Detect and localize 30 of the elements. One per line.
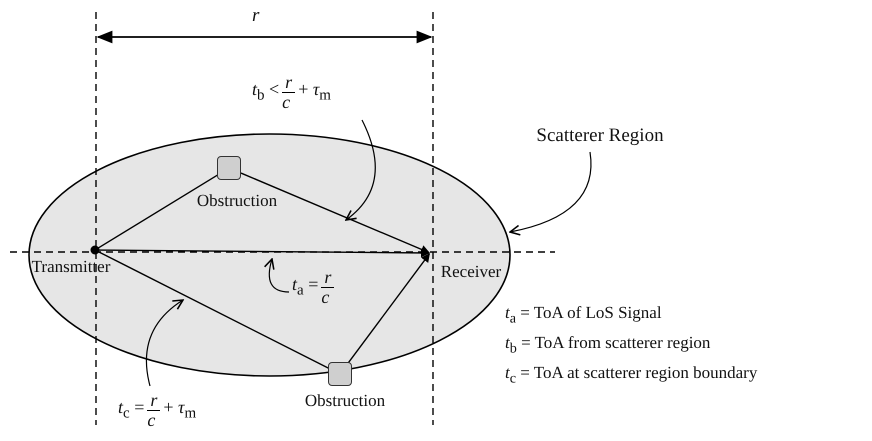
- node-label: Receiver: [440, 263, 502, 282]
- legend-text: t$_{a}$ = ToA of LoS Signal: [505, 304, 662, 327]
- leader-arrow: [264, 258, 290, 293]
- formula-text: t$_{c}$ =: [118, 398, 144, 422]
- leader-arrow: [146, 299, 184, 386]
- signal-arrow: [347, 253, 430, 364]
- scatterer-ellipse: [28, 133, 511, 377]
- fraction-denominator: c: [147, 410, 156, 430]
- formula-text: + τ$_{m}$: [163, 398, 196, 422]
- fraction-numerator: r: [321, 268, 334, 288]
- formula-text: t$_{b}$ <: [252, 80, 280, 104]
- leader-arrow: [509, 152, 592, 236]
- legend-text: t$_{c}$ = ToA at scatterer region boundary: [505, 364, 758, 387]
- signal-path: [97, 250, 329, 369]
- legend-text: t$_{b}$ = ToA from scatterer region: [505, 334, 710, 357]
- node-label: Obstruction: [304, 392, 386, 411]
- leader-arrow: [345, 120, 376, 221]
- formula-text: t$_{a}$ =: [292, 274, 318, 300]
- signal-path: [97, 174, 218, 250]
- fraction-numerator: r: [147, 390, 160, 410]
- node-label: Obstruction: [196, 192, 278, 211]
- dimension-label: r: [252, 6, 260, 27]
- fraction-numerator: r: [282, 72, 296, 92]
- region-label: Scatterer Region: [535, 126, 665, 147]
- fraction-denominator: c: [321, 288, 330, 306]
- signal-arrow: [240, 172, 430, 254]
- fraction-denominator: c: [282, 92, 292, 112]
- formula-text: + τ$_{m}$: [298, 80, 331, 104]
- signal-arrow: [98, 248, 430, 258]
- node-label: Transmitter: [30, 258, 112, 277]
